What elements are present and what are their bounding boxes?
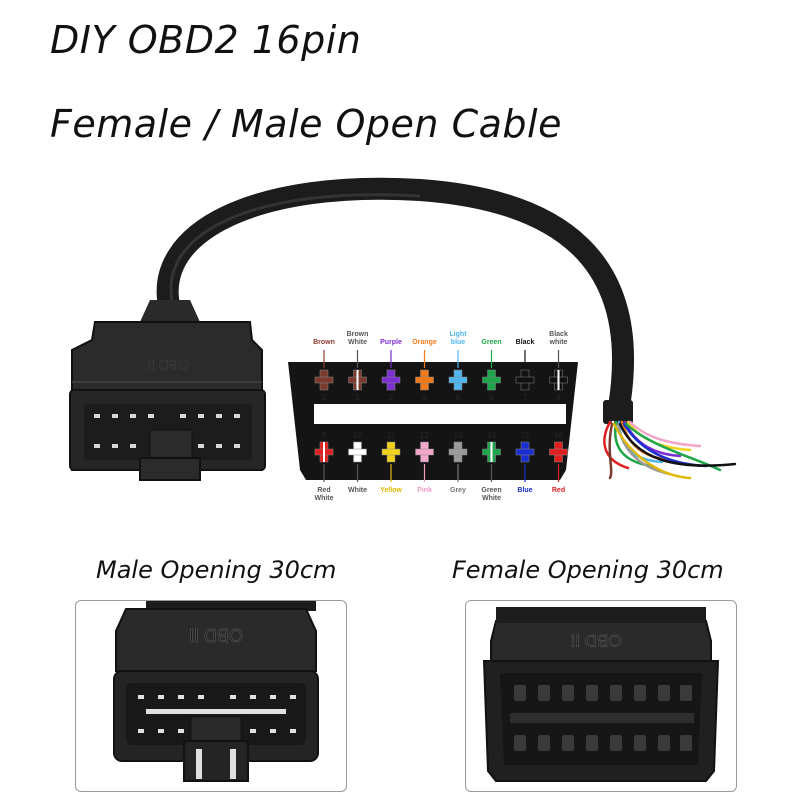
caption-female: Female Opening 30cm	[452, 556, 724, 584]
pin-4-bar	[415, 376, 434, 384]
pin-number-12: 12	[420, 431, 429, 440]
pin-9-label: Red	[317, 487, 330, 494]
pin-number-6: 6	[489, 393, 494, 402]
title-line-1: DIY OBD2 16pin	[50, 18, 362, 62]
pin-1-label: Brown	[313, 339, 335, 346]
pin-10-label: White	[348, 487, 367, 494]
pin-15-bar	[515, 448, 535, 456]
obd-marking-female: OBD II	[570, 631, 621, 650]
pin-16-label: Red	[552, 487, 565, 494]
pin-number-1: 1	[322, 393, 327, 402]
pin-number-14: 14	[487, 431, 496, 440]
pin-8-stripe	[557, 370, 560, 390]
pin-5-label: blue	[451, 339, 465, 346]
pin-7-label: Black	[516, 339, 535, 346]
pin-1: 1 Brown	[313, 339, 335, 402]
pin-6-label: Green	[481, 339, 501, 346]
pin-number-9: 9	[322, 431, 327, 440]
pin-4: 4 Orange	[412, 339, 437, 402]
pin-2-label: White	[348, 339, 367, 346]
title-line-2: Female / Male Open Cable	[50, 102, 562, 146]
pin-5-label: Light	[449, 331, 467, 338]
pin-5-bar	[448, 376, 468, 384]
pin-number-3: 3	[389, 393, 394, 402]
pin-8-label: white	[549, 339, 568, 346]
pin-number-7: 7	[523, 393, 528, 402]
pin-11-label: Yellow	[380, 487, 402, 494]
pin-number-11: 11	[387, 431, 396, 440]
pin-2-label: Brown	[347, 331, 369, 338]
pin-13-bar	[448, 448, 468, 456]
pin-15-label: Blue	[517, 487, 532, 494]
obd-marking-male: OBD II	[189, 625, 243, 645]
pin-6-bar	[482, 376, 501, 384]
pin-14-label: Green	[481, 487, 501, 494]
pin-3-label: Purple	[380, 339, 402, 346]
pin-3-bar	[381, 376, 401, 384]
pin-number-2: 2	[355, 393, 360, 402]
caption-male: Male Opening 30cm	[96, 556, 337, 584]
pin-number-13: 13	[454, 431, 463, 440]
pin-14-stripe	[490, 442, 493, 462]
pin-9-label: White	[314, 495, 333, 502]
pin-7-bar	[515, 376, 535, 384]
male-connector-photo: OBD II	[75, 600, 347, 792]
pin-11-bar	[381, 448, 401, 456]
pin-number-15: 15	[521, 431, 530, 440]
pin-6: 6 Green	[481, 339, 501, 402]
pin-13-label: Grey	[450, 487, 466, 494]
pin-number-10: 10	[353, 431, 362, 440]
pins-top-row: 1Brown2BrownWhite3Purple4Orange5Lightblu…	[313, 331, 568, 402]
pin-10-bar	[348, 448, 367, 456]
pin-number-4: 4	[422, 393, 427, 402]
pin-number-16: 16	[554, 431, 563, 440]
pin-1-bar	[314, 376, 334, 384]
cable	[156, 177, 635, 411]
pin-7: 7 Black	[516, 339, 535, 402]
male-connector: OBD II	[69, 321, 266, 481]
pin-9-stripe	[323, 442, 325, 462]
strain-relief	[140, 300, 200, 322]
pinout-diagram: 1Brown2BrownWhite3Purple4Orange5Lightblu…	[288, 331, 578, 502]
obd-marking: OBD II	[147, 357, 189, 373]
female-connector-photo: OBD II	[465, 600, 737, 792]
pin-2-stripe	[356, 370, 359, 390]
pin-12-label: Pink	[417, 487, 432, 494]
pin-14-label: White	[482, 495, 501, 502]
pin-8-label: Black	[549, 331, 568, 338]
pin-3: 3 Purple	[380, 339, 402, 402]
pin-16-bar	[549, 448, 568, 456]
cable-sheath-end	[603, 400, 633, 424]
pins-bottom-row: 9RedWhite10White11Yellow12Pink13Grey14Gr…	[314, 431, 568, 502]
pin-12-bar	[415, 448, 434, 456]
pin-number-8: 8	[556, 393, 561, 402]
pin-4-label: Orange	[412, 339, 437, 346]
pin-number-5: 5	[456, 393, 461, 402]
loose-wires	[603, 420, 737, 480]
